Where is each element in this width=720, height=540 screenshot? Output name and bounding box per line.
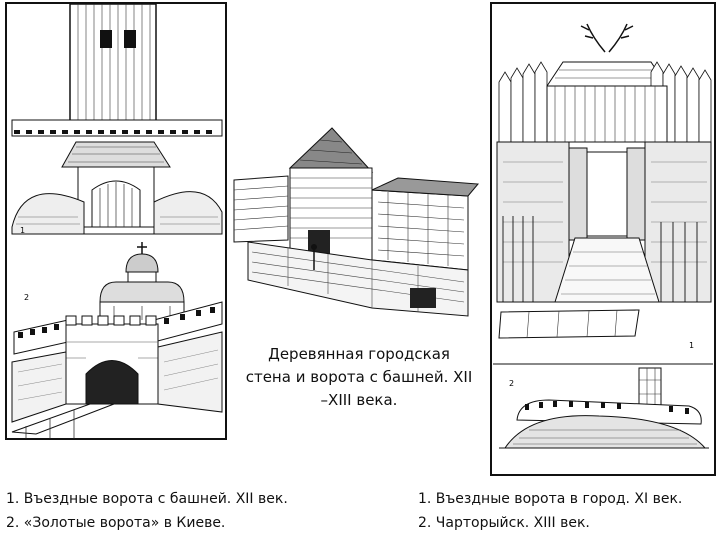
center-illustration-panel: [228, 120, 490, 340]
figure-number-2: 2: [24, 293, 29, 302]
wooden-wall-drawing: [233, 127, 480, 317]
right-caption-list: 1. Въездные ворота в город. XI век. 2. Ч…: [418, 487, 682, 535]
figure-number-2-right: 2: [509, 379, 514, 388]
center-caption: Деревянная городская стена и ворота с ба…: [228, 343, 490, 412]
gate-tower-drawing: 2: [5, 2, 227, 440]
center-caption-line1: Деревянная городская: [268, 345, 450, 363]
left-illustration-panel: 2: [4, 2, 229, 442]
palisade-gate-drawing: 1 2: [490, 2, 716, 476]
left-caption-item-2: 2. «Золотые ворота» в Киеве.: [6, 515, 226, 531]
right-caption-item-2: 2. Чарторыйск. XIII век.: [418, 515, 590, 531]
left-caption-list: 1. Въездные ворота с башней. XII век. 2.…: [6, 487, 288, 535]
right-illustration-panel: 1 2: [489, 2, 717, 478]
right-caption-item-1: 1. Въездные ворота в город. XI век.: [418, 491, 683, 507]
figure-number-1: 1: [689, 341, 694, 350]
center-caption-line2: стена и ворота с башней. XII: [245, 368, 473, 386]
center-caption-line3: –XIII века.: [320, 391, 398, 409]
left-caption-item-1: 1. Въездные ворота с башней. XII век.: [6, 491, 288, 507]
left-figure-number-1: 1: [20, 226, 26, 235]
